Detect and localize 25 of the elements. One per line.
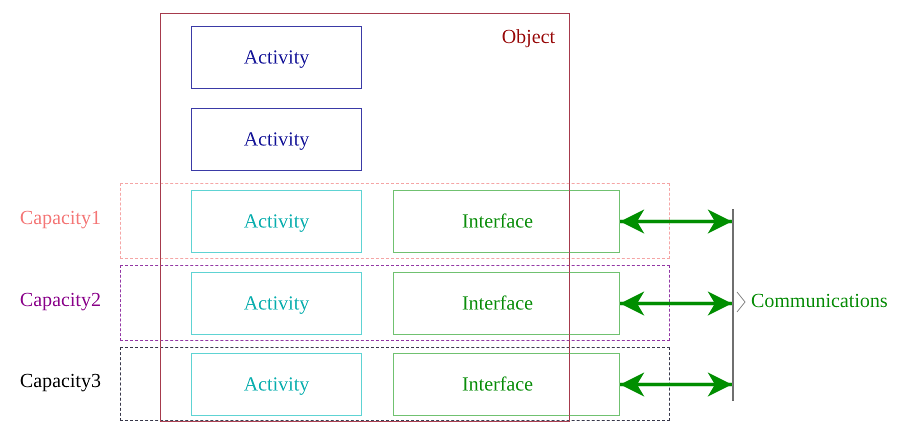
capacity-label: Capacity3 bbox=[20, 370, 101, 394]
interface-label: Interface bbox=[462, 210, 534, 233]
communications-label: Communications bbox=[751, 290, 888, 313]
activity-box bbox=[191, 190, 362, 253]
activity-box bbox=[191, 353, 362, 416]
interface-label: Interface bbox=[462, 373, 534, 396]
activity-label: Activity bbox=[244, 373, 310, 396]
capacity-label: Capacity1 bbox=[20, 207, 101, 230]
interface-box bbox=[393, 272, 620, 335]
activity-label: Activity bbox=[244, 210, 310, 233]
interface-box bbox=[393, 353, 620, 416]
activity-label: Activity bbox=[244, 46, 310, 69]
object-box bbox=[160, 13, 570, 422]
double-arrow bbox=[620, 209, 732, 234]
activity-box bbox=[191, 272, 362, 335]
object-title: Object bbox=[502, 26, 555, 49]
interface-box bbox=[393, 190, 620, 253]
double-arrow bbox=[620, 372, 732, 397]
interface-label: Interface bbox=[462, 292, 534, 315]
activity-box bbox=[191, 108, 362, 171]
activity-box bbox=[191, 26, 362, 89]
double-arrow bbox=[620, 291, 732, 316]
activity-label: Activity bbox=[244, 292, 310, 315]
capacity-label: Capacity2 bbox=[20, 289, 101, 312]
activity-label: Activity bbox=[244, 128, 310, 151]
